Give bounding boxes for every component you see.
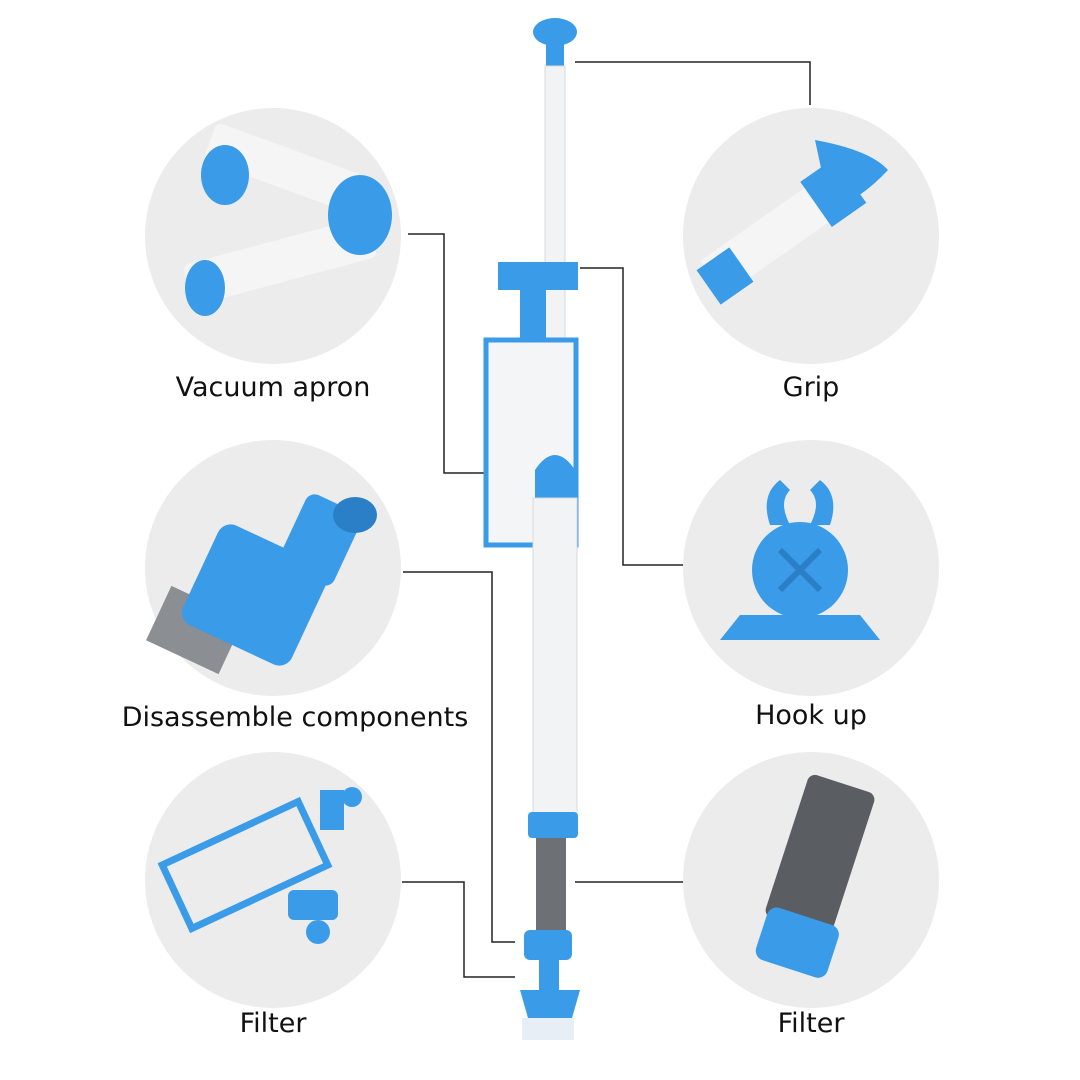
label-filter-left: Filter: [239, 1008, 307, 1039]
label-grip: Grip: [782, 372, 840, 403]
grip-photo: [683, 108, 939, 364]
label-disassemble: Disassemble components: [121, 702, 469, 733]
grip-part: [696, 140, 888, 305]
filter-mesh-part: [755, 774, 875, 978]
filter-net-part: [157, 787, 362, 944]
vacuum-apron-parts: [184, 123, 392, 316]
callout-lines: [402, 61, 811, 978]
vacuum-pole: [483, 18, 580, 1040]
label-hook-up: Hook up: [755, 700, 867, 731]
disassemble-part: [146, 494, 377, 675]
hook-up-part: [720, 480, 880, 640]
label-filter-right: Filter: [777, 1008, 845, 1039]
label-vacuum-apron: Vacuum apron: [175, 372, 371, 403]
